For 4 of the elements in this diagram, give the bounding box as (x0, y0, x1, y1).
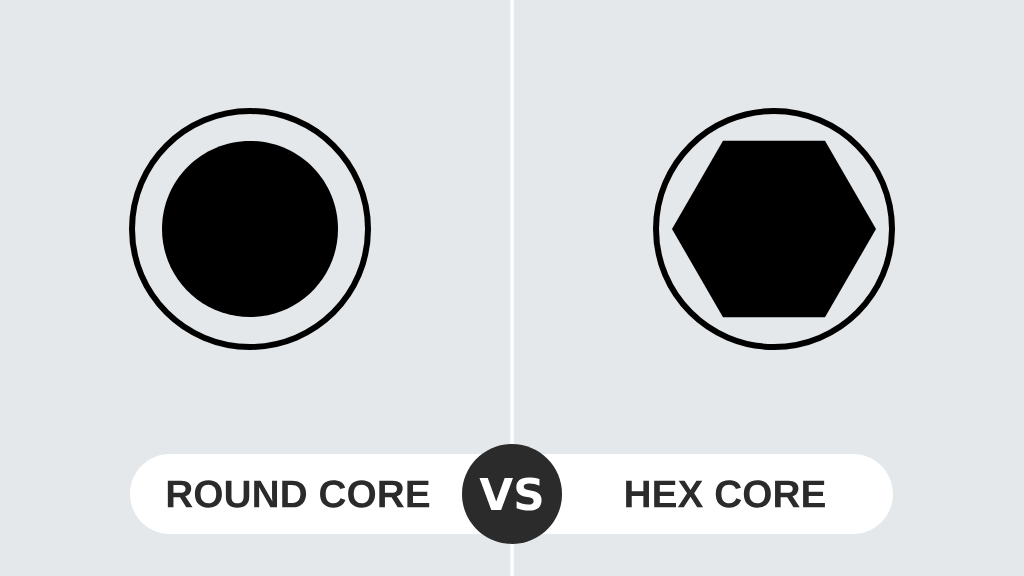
ring-with-disc (129, 108, 371, 350)
vs-badge: VS (462, 444, 562, 544)
ring-with-hexagon (653, 108, 895, 350)
label-pill: HEX CORE (542, 454, 893, 534)
